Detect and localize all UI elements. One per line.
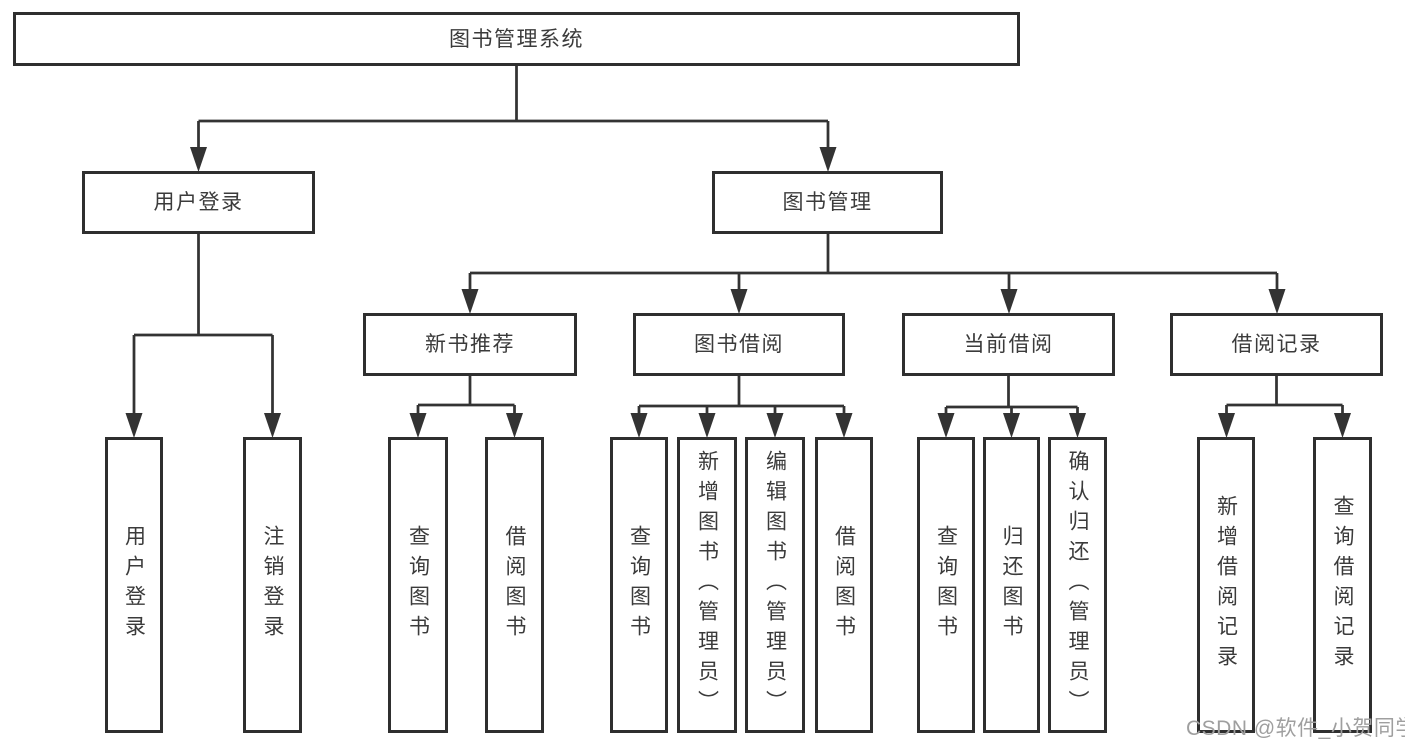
arrow-leaf-6 — [698, 413, 716, 438]
leaf-confirm-return-admin-label: 确认归还（管理员） — [1066, 450, 1089, 720]
node-book-borrow: 图书借阅 — [633, 313, 845, 376]
leaf-borrow-books-2: 借阅图书 — [815, 437, 873, 733]
leaf-user-login: 用户登录 — [105, 437, 163, 733]
node-user-login-label: 用户登录 — [153, 191, 244, 214]
leaf-edit-book-admin: 编辑图书（管理员） — [745, 437, 805, 733]
node-user-login: 用户登录 — [82, 171, 315, 234]
connector-new-book-to-leaves — [416, 376, 516, 418]
arrow-leaf-3 — [409, 413, 427, 438]
leaf-return-books-label: 归还图书 — [1000, 525, 1023, 645]
leaf-logout: 注销登录 — [243, 437, 302, 733]
arrow-leaf-8 — [835, 413, 853, 438]
connector-borrow-record-to-leaves — [1225, 376, 1344, 418]
leaf-borrow-books-recommend: 借阅图书 — [485, 437, 544, 733]
node-new-book-recommend: 新书推荐 — [363, 313, 577, 376]
leaf-query-books-current-label: 查询图书 — [934, 525, 958, 645]
leaf-logout-label: 注销登录 — [261, 525, 284, 645]
leaf-borrow-books-2-label: 借阅图书 — [832, 525, 856, 645]
connector-root-to-level2 — [197, 66, 830, 150]
node-root-label: 图书管理系统 — [449, 27, 584, 51]
leaf-add-borrow-record-label: 新增借阅记录 — [1214, 495, 1238, 675]
arrow-new-book — [461, 289, 479, 314]
watermark: CSDN @软件_小贺同学 — [1186, 717, 1405, 740]
leaf-query-borrow-record-label: 查询借阅记录 — [1331, 495, 1354, 675]
node-borrow-records-label: 借阅记录 — [1231, 333, 1322, 356]
arrow-leaf-5 — [630, 413, 648, 438]
leaf-query-books-borrow: 查询图书 — [610, 437, 668, 733]
leaf-add-book-admin: 新增图书（管理员） — [677, 437, 737, 733]
node-current-borrow: 当前借阅 — [902, 313, 1115, 376]
arrow-leaf-2 — [264, 413, 281, 438]
leaf-query-books-borrow-label: 查询图书 — [627, 525, 651, 645]
node-root: 图书管理系统 — [13, 12, 1020, 66]
arrow-borrow-record — [1268, 289, 1286, 314]
leaf-query-books-current: 查询图书 — [917, 437, 975, 733]
node-book-management-label: 图书管理 — [782, 191, 873, 214]
arrow-user-login — [190, 147, 207, 172]
node-current-borrow-label: 当前借阅 — [963, 333, 1054, 356]
leaf-user-login-label: 用户登录 — [122, 525, 146, 645]
leaf-query-books-recommend: 查询图书 — [388, 437, 448, 733]
leaf-return-books: 归还图书 — [983, 437, 1040, 733]
node-book-borrow-label: 图书借阅 — [694, 333, 784, 356]
arrow-current-borrow — [1000, 289, 1018, 314]
leaf-borrow-books-recommend-label: 借阅图书 — [503, 525, 526, 645]
connector-book-management-to-row3 — [468, 234, 1279, 293]
arrowheads — [125, 147, 1351, 438]
leaf-add-book-admin-label: 新增图书（管理员） — [695, 450, 719, 720]
connector-current-borrow-to-leaves — [944, 376, 1079, 418]
arrow-leaf-7 — [766, 413, 784, 438]
arrow-leaf-10 — [1003, 413, 1020, 438]
arrow-book-management — [819, 147, 837, 172]
node-book-management: 图书管理 — [712, 171, 943, 234]
connector-user-login-to-leaves — [132, 234, 274, 418]
leaf-add-borrow-record: 新增借阅记录 — [1197, 437, 1255, 733]
arrow-leaf-13 — [1334, 413, 1351, 438]
leaf-query-books-recommend-label: 查询图书 — [406, 525, 430, 645]
node-new-book-recommend-label: 新书推荐 — [425, 333, 515, 356]
connector-book-borrow-to-leaves — [637, 376, 846, 418]
arrow-leaf-1 — [125, 413, 143, 438]
arrow-leaf-11 — [1069, 413, 1086, 438]
leaf-confirm-return-admin: 确认归还（管理员） — [1048, 437, 1107, 733]
arrow-book-borrow — [730, 289, 748, 314]
leaf-edit-book-admin-label: 编辑图书（管理员） — [763, 450, 787, 720]
arrow-leaf-4 — [506, 413, 523, 438]
leaf-query-borrow-record: 查询借阅记录 — [1313, 437, 1372, 733]
connector-lines — [132, 66, 1344, 418]
node-borrow-records: 借阅记录 — [1170, 313, 1383, 376]
arrow-leaf-9 — [937, 413, 955, 438]
arrow-leaf-12 — [1218, 413, 1235, 438]
